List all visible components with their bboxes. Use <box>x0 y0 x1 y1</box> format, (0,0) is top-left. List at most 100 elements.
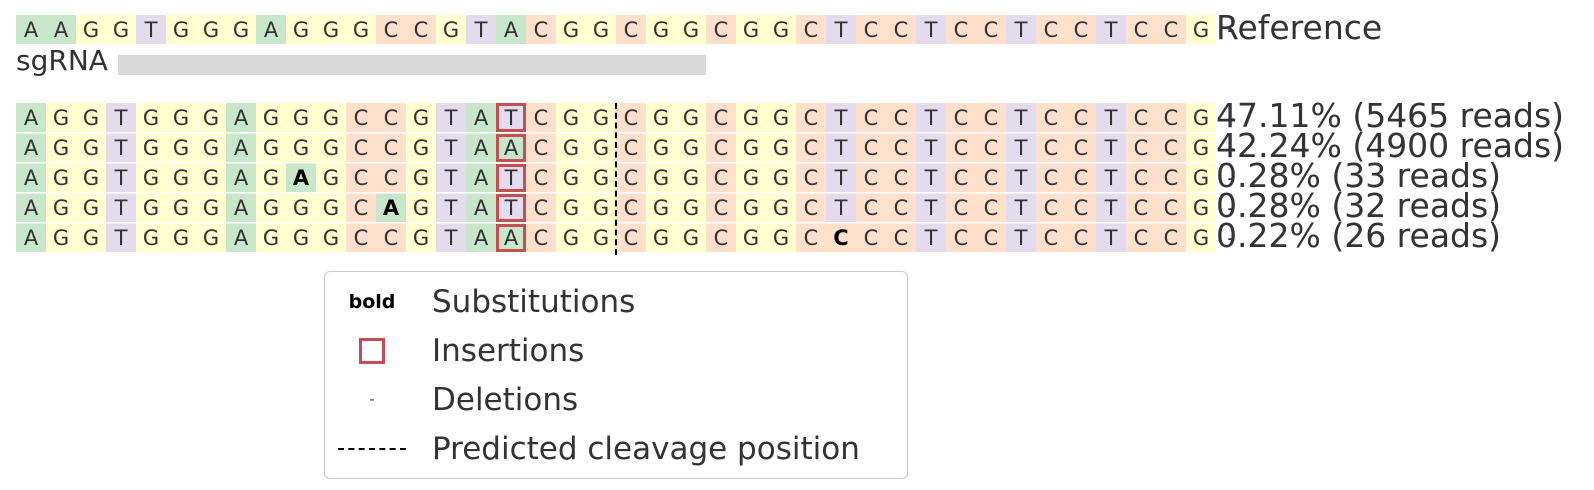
base-cell: C <box>406 15 436 44</box>
base-cell: G <box>556 15 586 44</box>
base-cell: C <box>526 15 556 44</box>
base-cell: C <box>976 133 1006 162</box>
base-cell: G <box>166 193 196 222</box>
allele-frequency-label: 0.28% (33 reads) <box>1216 156 1502 195</box>
base-cell: G <box>76 103 106 132</box>
base-cell: C <box>1156 103 1186 132</box>
base-cell: C <box>886 223 916 252</box>
base-cell: C <box>796 163 826 192</box>
base-cell: G <box>736 103 766 132</box>
base-cell: T <box>1096 223 1126 252</box>
base-cell: C <box>616 103 646 132</box>
base-cell: A <box>16 193 46 222</box>
base-cell: G <box>286 103 316 132</box>
base-cell: C <box>706 193 736 222</box>
base-cell: G <box>676 163 706 192</box>
base-cell: C <box>886 163 916 192</box>
dashed-line-icon <box>338 448 406 450</box>
base-cell: T <box>106 223 136 252</box>
base-cell: G <box>676 193 706 222</box>
base-cell: C <box>1066 133 1096 162</box>
bold-symbol: bold <box>348 291 396 313</box>
base-cell: G <box>316 223 346 252</box>
legend-cleavage-label: Predicted cleavage position <box>432 431 860 467</box>
base-cell: C <box>856 133 886 162</box>
base-cell: G <box>586 223 616 252</box>
base-cell: G <box>256 193 286 222</box>
sgrna-label: sgRNA <box>16 44 108 77</box>
base-cell: G <box>646 103 676 132</box>
base-cell: A <box>226 103 256 132</box>
base-cell: G <box>316 163 346 192</box>
base-cell: G <box>136 103 166 132</box>
base-cell: C <box>976 223 1006 252</box>
base-cell: G <box>76 223 106 252</box>
base-cell: C <box>1066 163 1096 192</box>
base-cell: G <box>766 133 796 162</box>
base-cell: A <box>16 163 46 192</box>
base-cell: A <box>256 15 286 44</box>
base-cell: A <box>286 163 316 192</box>
base-cell: G <box>196 193 226 222</box>
legend-item-substitutions: bold Substitutions <box>325 282 907 322</box>
base-cell: C <box>856 163 886 192</box>
base-cell: A <box>16 103 46 132</box>
base-cell: C <box>1036 223 1066 252</box>
base-cell: G <box>346 15 376 44</box>
base-cell: G <box>646 193 676 222</box>
base-cell: C <box>886 15 916 44</box>
base-cell: C <box>1156 15 1186 44</box>
base-cell: T <box>826 163 856 192</box>
base-cell: C <box>946 133 976 162</box>
base-cell: C <box>856 193 886 222</box>
base-cell: G <box>136 193 166 222</box>
base-cell: C <box>796 133 826 162</box>
base-cell: G <box>166 15 196 44</box>
base-cell: C <box>346 223 376 252</box>
base-cell: C <box>526 193 556 222</box>
base-cell: G <box>766 163 796 192</box>
base-cell: C <box>616 163 646 192</box>
base-cell: T <box>916 223 946 252</box>
base-cell: C <box>886 193 916 222</box>
base-cell: G <box>166 223 196 252</box>
base-cell: G <box>196 223 226 252</box>
base-cell: C <box>946 103 976 132</box>
base-cell: T <box>436 103 466 132</box>
base-cell: T <box>106 163 136 192</box>
base-cell: G <box>46 103 76 132</box>
base-cell: G <box>256 163 286 192</box>
base-cell: G <box>46 163 76 192</box>
base-cell: G <box>136 163 166 192</box>
base-cell: G <box>196 163 226 192</box>
allele-frequency-label: 42.24% (4900 reads) <box>1216 126 1565 165</box>
base-cell: C <box>346 193 376 222</box>
base-cell: C <box>1156 133 1186 162</box>
base-cell: C <box>706 15 736 44</box>
sgrna-bar <box>118 55 706 75</box>
base-cell: G <box>286 133 316 162</box>
base-cell: C <box>1036 133 1066 162</box>
base-cell: G <box>736 133 766 162</box>
base-cell: G <box>1186 223 1216 252</box>
base-cell: A <box>466 103 496 132</box>
base-cell: C <box>376 15 406 44</box>
base-cell: - <box>1216 103 1246 132</box>
deletion-dash-icon: - <box>369 392 375 408</box>
base-cell: T <box>826 133 856 162</box>
base-cell: C <box>616 15 646 44</box>
base-cell: G <box>46 133 76 162</box>
base-cell: T <box>1006 223 1036 252</box>
base-cell: - <box>1216 15 1246 44</box>
base-cell: C <box>706 163 736 192</box>
base-cell: G <box>1186 133 1216 162</box>
base-cell: T <box>466 15 496 44</box>
base-cell: C <box>616 193 646 222</box>
base-cell: A <box>466 193 496 222</box>
base-cell: G <box>766 15 796 44</box>
base-cell: T <box>1006 193 1036 222</box>
base-cell: - <box>1216 163 1246 192</box>
